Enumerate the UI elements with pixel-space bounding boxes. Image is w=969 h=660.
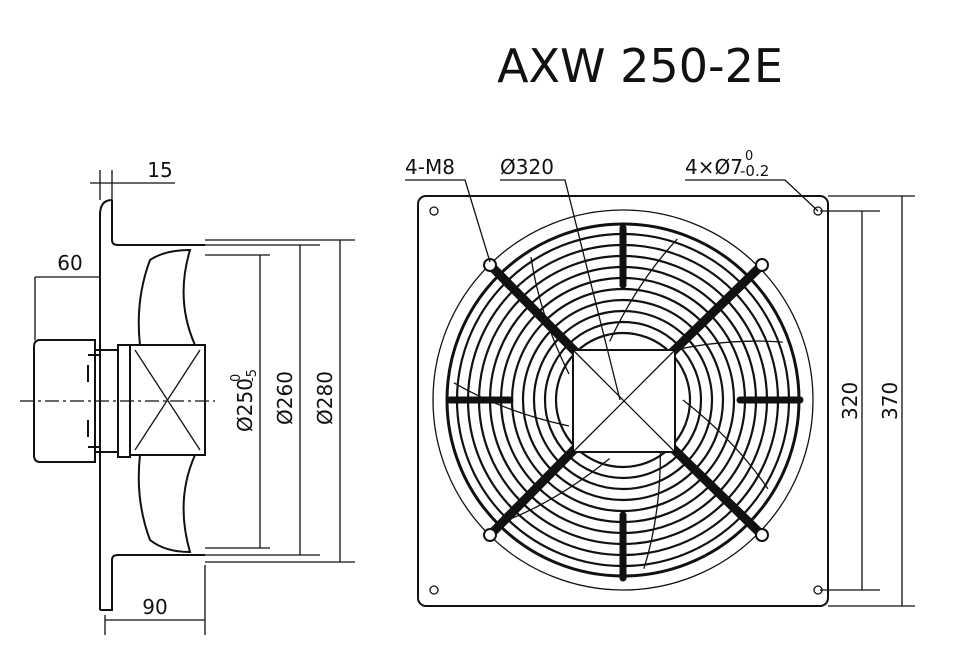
label-holes-tol-upper: 0 [745, 149, 753, 164]
dim-d260: Ø260 [273, 371, 297, 425]
blade-top [137, 248, 196, 346]
strut-bolt [483, 528, 497, 542]
dim-flange: 15 [147, 158, 172, 182]
label-holes-tol-lower: -0.2 [740, 162, 769, 180]
blade-edge [453, 382, 570, 427]
model-title: AXW 250-2E [497, 39, 783, 93]
guard-ring [532, 309, 714, 491]
label-holes: 4×Ø7 [685, 155, 743, 179]
dim-depth: 90 [142, 595, 167, 619]
mounting-plate [417, 195, 829, 607]
dim-inner: 320 [838, 382, 862, 420]
blade-bottom [137, 454, 196, 554]
front-view: 4-M8 Ø320 4×Ø7 0 -0.2 320 370 [405, 149, 915, 607]
dim-d250: Ø250 [233, 378, 257, 432]
guard-ring [554, 331, 692, 469]
strut-bolt [755, 258, 769, 272]
blade-edge [682, 399, 769, 490]
mount-hole [429, 585, 439, 595]
mount-hole [429, 206, 439, 216]
impeller-hub [129, 344, 206, 456]
strut-bolt [755, 528, 769, 542]
dim-motor: 60 [57, 251, 82, 275]
label-d320: Ø320 [500, 155, 554, 179]
fan-blades [453, 238, 783, 569]
dim-d250-tol-lower: -5 [245, 369, 260, 382]
flange-plate [99, 199, 205, 611]
blade-edge [609, 238, 678, 342]
side-view: 15 60 90 Ø250 0 -5 Ø260 Ø280 [20, 158, 355, 635]
blade-edge [643, 446, 662, 569]
dim-outer: 370 [878, 382, 902, 420]
label-thread: 4-M8 [405, 155, 455, 179]
strut-bolt [483, 258, 497, 272]
plate-opening [432, 209, 814, 591]
dim-d250-tol-upper: 0 [229, 374, 244, 382]
blade-edge [503, 457, 611, 523]
guard-ring [543, 320, 703, 480]
dim-d280: Ø280 [313, 371, 337, 425]
guard-ring [521, 298, 725, 502]
